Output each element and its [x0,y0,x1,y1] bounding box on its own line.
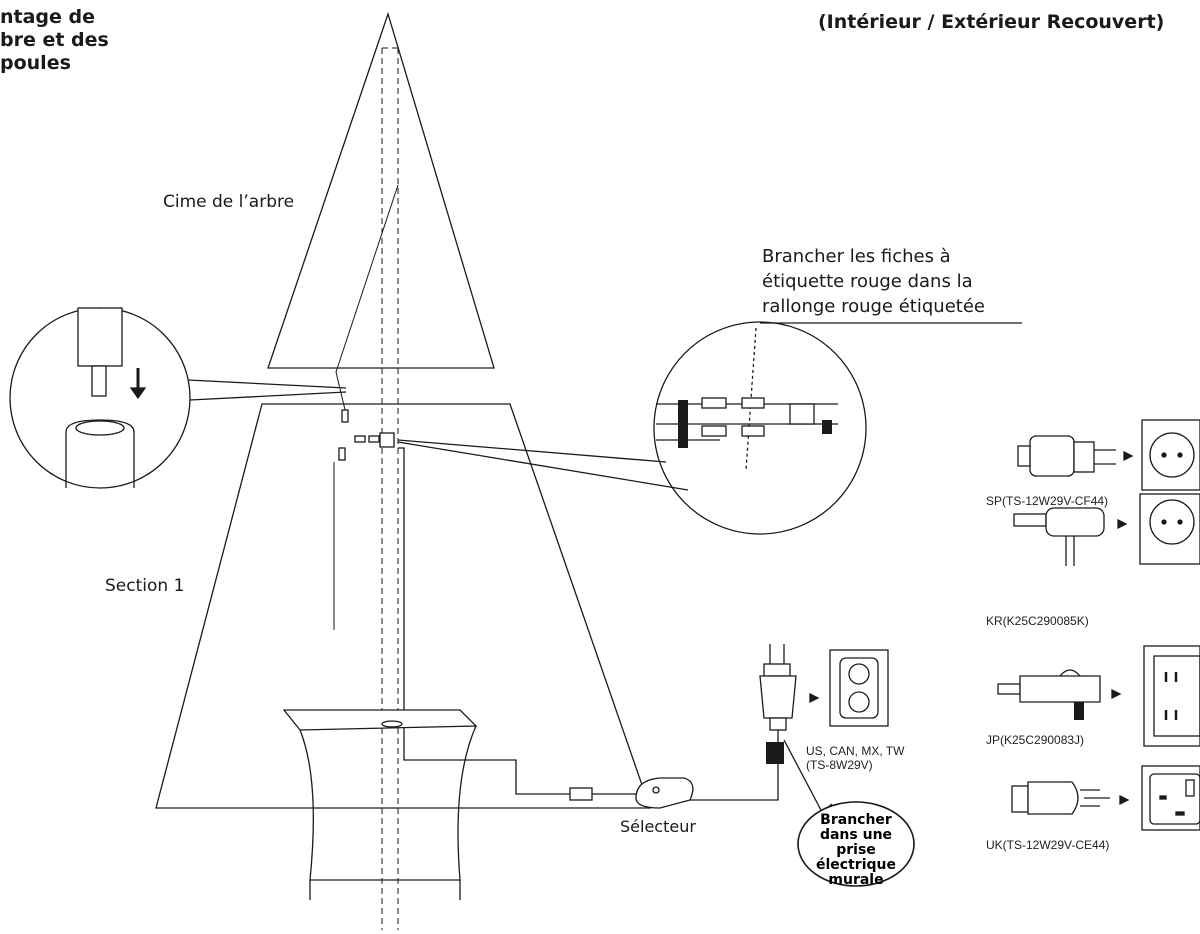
section-heading: ntage de bre et des poules [0,6,109,75]
callout-line: Brancher les fiches à [762,246,951,267]
uk-outlet [1141,765,1200,831]
eu-outlet [1141,419,1200,491]
heading-line: ntage de [0,6,96,28]
sp-adapter [1017,435,1116,477]
section-1-label: Section 1 [105,576,185,596]
bubble-line: électrique [816,857,896,873]
callout-text: Brancher les fiches à étiquette rouge da… [762,244,985,319]
us-adapter-line: (TS-8W29V) [806,758,873,772]
tree-top-cone [267,11,495,369]
us-outlet [829,649,889,727]
uk-adapter-label: UK(TS-12W29V-CE44) [986,838,1110,852]
jp-adapter [997,669,1101,720]
small-plug [354,435,366,443]
jp-adapter-label: JP(K25C290083J) [986,733,1085,747]
adapter-cable [690,728,779,801]
power-cable [398,447,640,795]
bubble-line: murale [828,872,884,888]
bubble-text: Brancher dans une prise électrique mural… [798,813,914,888]
callout-line: étiquette rouge dans la [762,271,973,292]
heading-line: poules [0,52,71,74]
tree-section-1 [155,403,651,809]
arrow-icon [1117,518,1128,530]
planter-pot [282,709,478,900]
bubble-line: Brancher [820,812,892,828]
zoom-circle-plugs [653,321,867,535]
plug-detail [656,327,838,471]
heading-line: bre et des [0,29,109,51]
sp-adapter-label: SP(TS-12W29V-CF44) [986,494,1109,508]
jp-outlet [1143,645,1200,747]
us-adapter-label: US, CAN, MX, TW (TS-8W29V) [806,744,904,772]
tree-top-label: Cime de l’arbre [163,192,295,212]
pole-joint-detail [65,307,147,488]
environment-heading: (Intérieur / Extérieur Recouvert) [818,11,1165,33]
uk-adapter [1011,781,1110,815]
arrow-icon [809,692,820,704]
small-plug [341,409,349,423]
tree-wire [335,184,399,415]
arrow-icon [1123,450,1134,462]
kr-adapter-label: KR(K25C290085K) [986,614,1089,628]
tree-pole [381,47,399,930]
selector-label: Sélecteur [620,817,696,836]
callout-line: rallonge rouge étiquetée [762,296,985,317]
bubble-line: dans une prise [819,827,893,858]
inline-connector [569,787,593,801]
eu-outlet [1139,493,1200,565]
arrow-icon [1111,688,1122,700]
arrow-icon [1119,794,1130,806]
us-adapter-line: US, CAN, MX, TW [806,744,905,758]
small-plug [338,447,346,461]
selector-box [635,777,694,809]
us-adapter [759,644,797,764]
kr-adapter [1013,507,1105,566]
instruction-bubble [797,801,915,887]
connector-box [379,432,395,448]
small-plug [368,435,380,443]
